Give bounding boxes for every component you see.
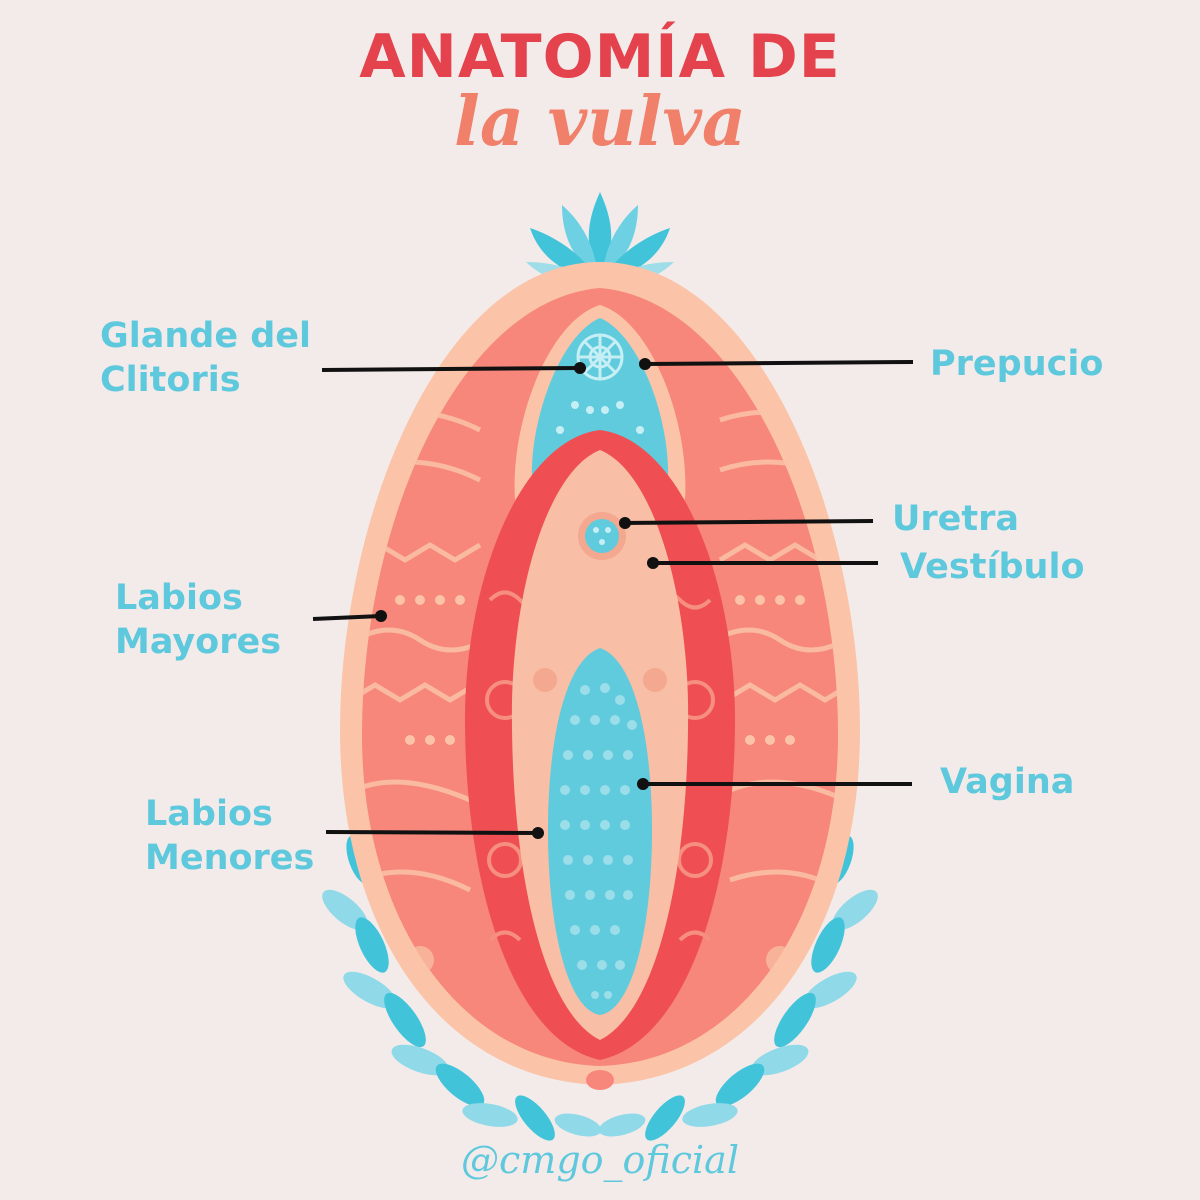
- label-uretra: Uretra: [892, 497, 1019, 541]
- labios-mayores-leader-line: [312, 614, 382, 621]
- vagina-shape: [548, 648, 652, 1015]
- label-prepucio: Prepucio: [930, 342, 1103, 386]
- page-subtitle: la vulva: [454, 82, 746, 162]
- label-labios-mayores-line1: Labios: [115, 578, 243, 618]
- label-vestibulo-text: Vestíbulo: [900, 547, 1085, 587]
- uretra-leader-line: [624, 519, 874, 525]
- labios-menores-leader-line: [325, 830, 539, 835]
- label-glande-del-clitoris: Glande del Clitoris: [100, 314, 311, 402]
- label-vagina-text: Vagina: [940, 762, 1075, 802]
- mandala-icon: [576, 333, 624, 381]
- label-prepucio-text: Prepucio: [930, 344, 1104, 384]
- label-labios-menores-line2: Menores: [145, 838, 315, 878]
- glande-leader-line: [321, 366, 581, 372]
- label-labios-mayores-line2: Mayores: [115, 622, 282, 662]
- label-glande-line1: Glande del: [100, 316, 312, 356]
- prepucio-leader-line: [644, 360, 914, 366]
- page-title: ANATOMÍA DE: [359, 22, 841, 92]
- social-handle: @cmgo_oficial: [461, 1138, 739, 1182]
- label-vagina: Vagina: [940, 760, 1074, 804]
- glande-shape: [531, 318, 669, 478]
- label-vestibulo: Vestíbulo: [900, 545, 1085, 589]
- label-labios-menores-line1: Labios: [145, 794, 273, 834]
- label-glande-line2: Clitoris: [100, 360, 241, 400]
- label-uretra-text: Uretra: [892, 499, 1020, 539]
- label-labios-menores: Labios Menores: [145, 792, 314, 880]
- label-labios-mayores: Labios Mayores: [115, 576, 281, 664]
